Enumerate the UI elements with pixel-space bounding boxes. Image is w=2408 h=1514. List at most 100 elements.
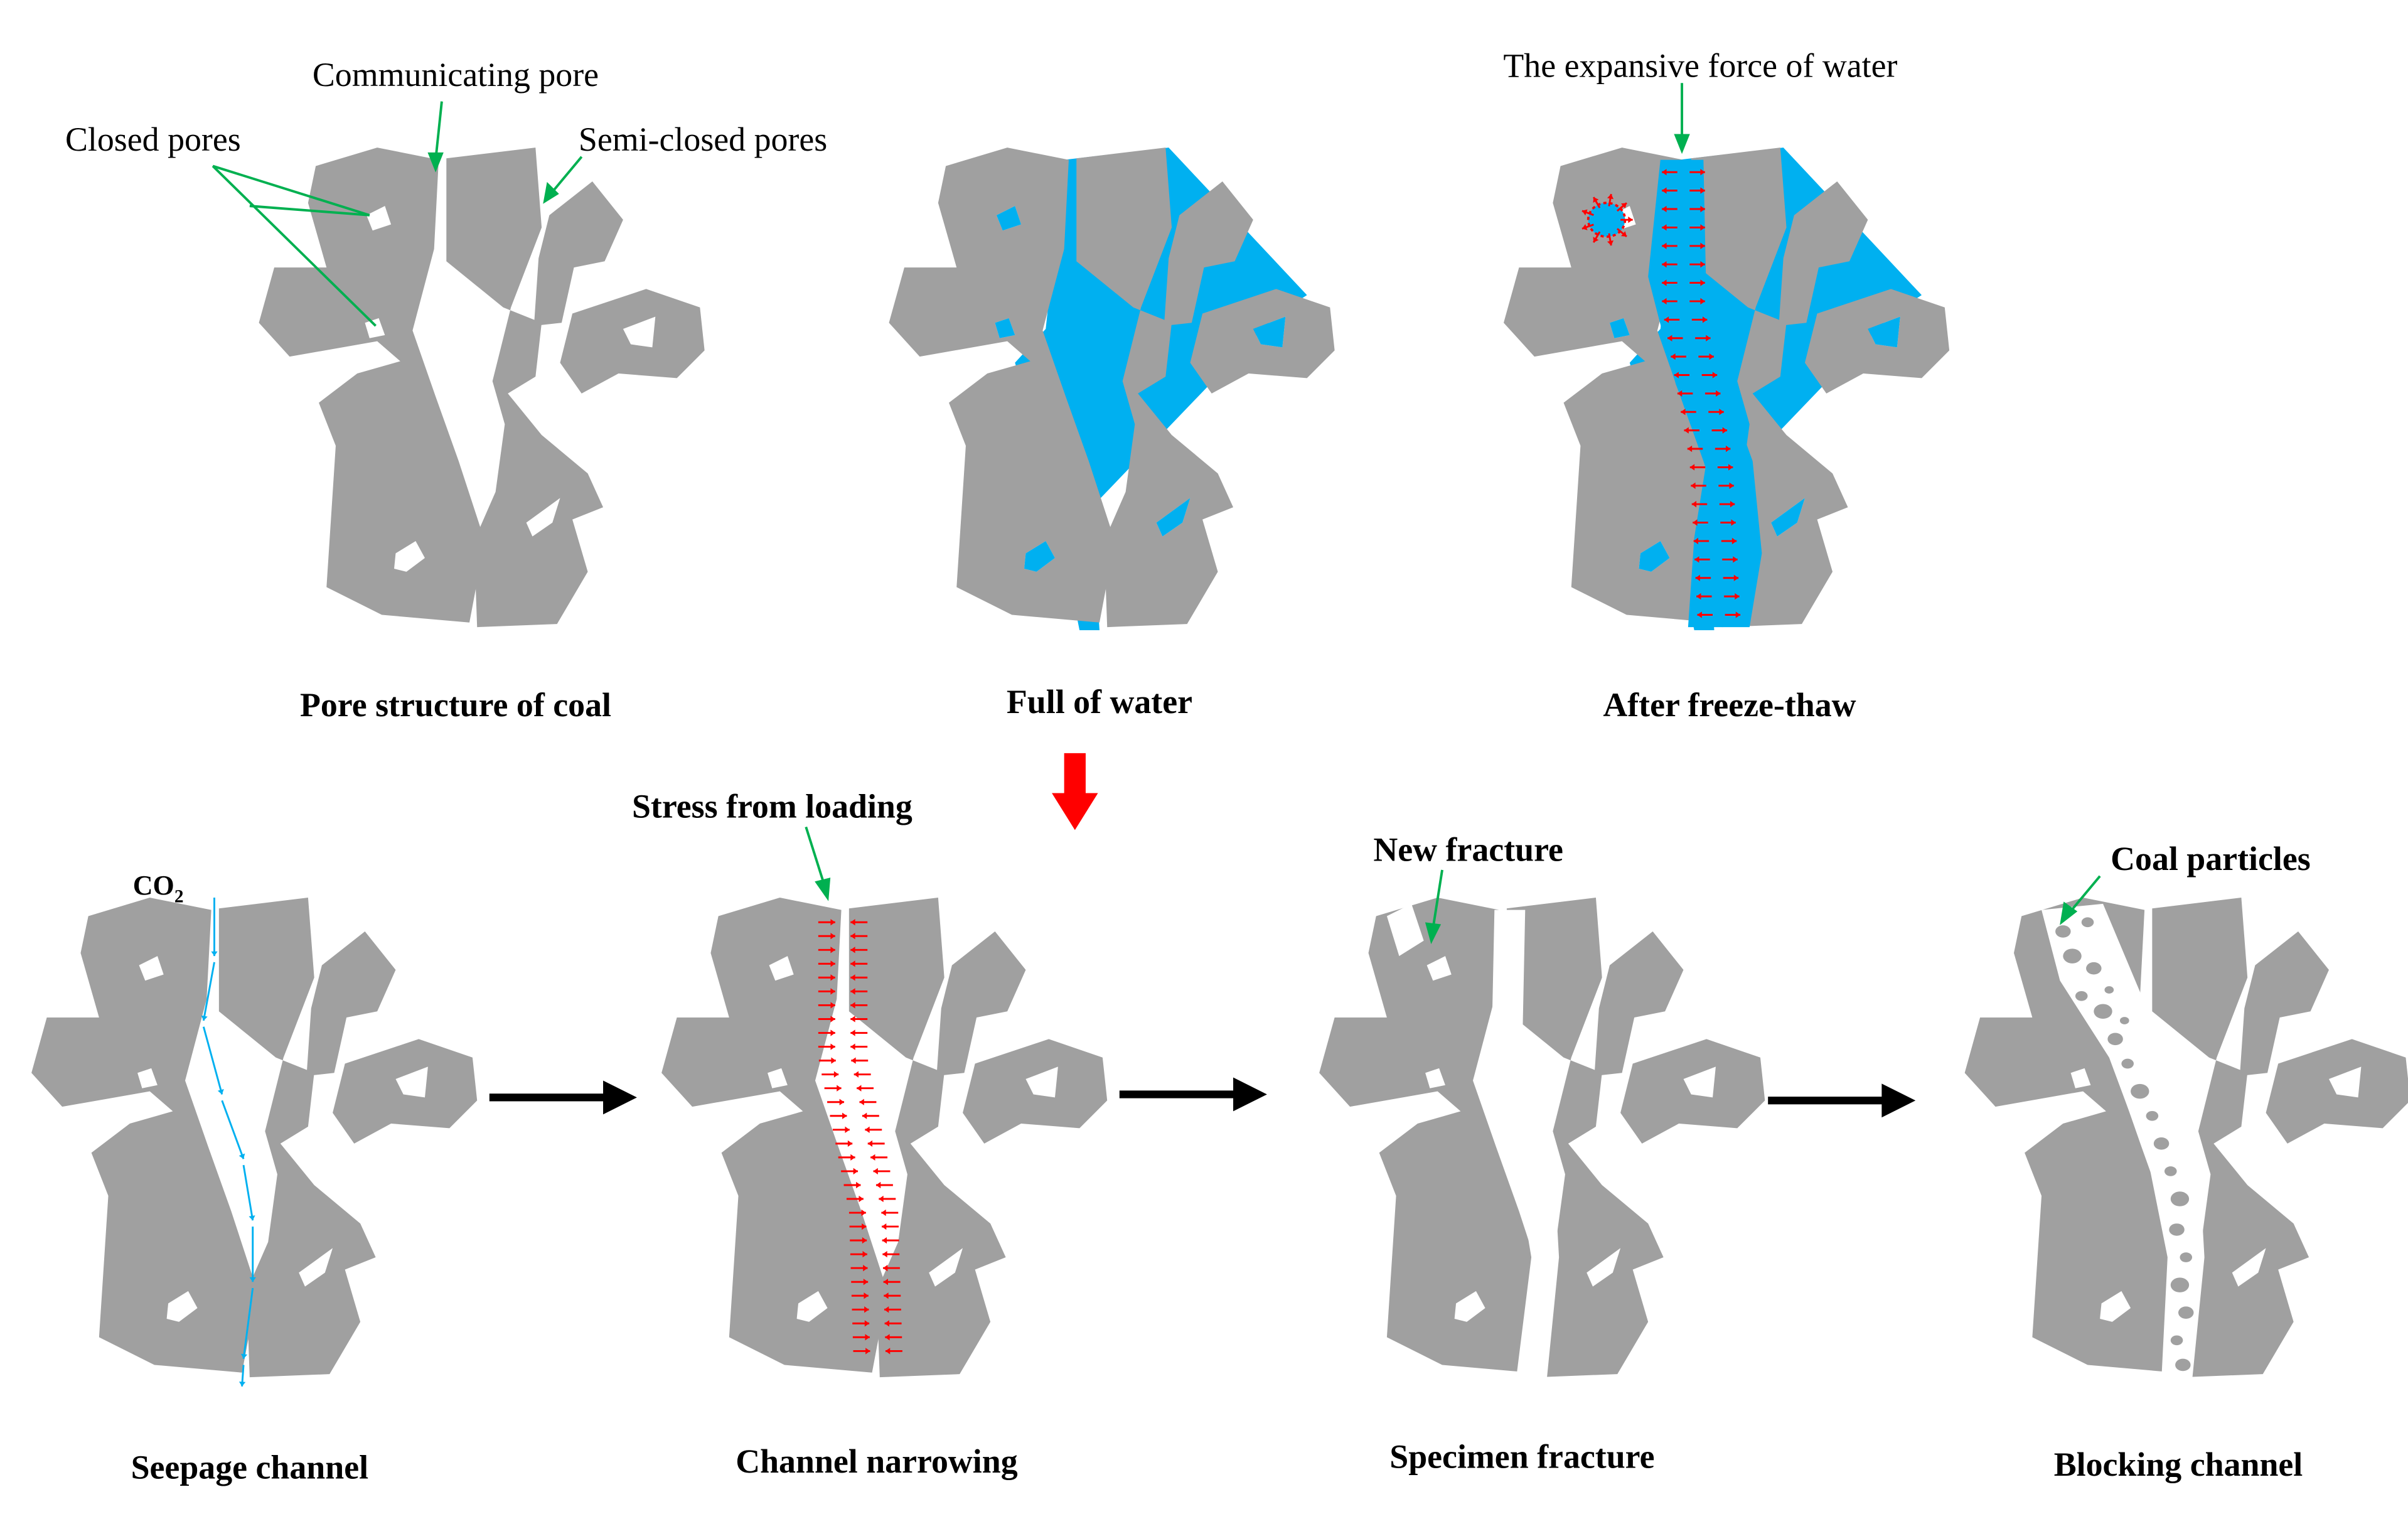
stress-arrow-left — [832, 1126, 850, 1133]
panel-blocking-channel: Coal particles Blocking channel — [1965, 840, 2408, 1483]
stress-arrow-right — [850, 974, 868, 981]
expansion-arrow-left — [1691, 482, 1706, 489]
expansion-arrow-left — [1694, 556, 1710, 563]
pore-expansion-arrow — [1592, 196, 1601, 208]
process-arrow-2 — [1119, 1077, 1267, 1112]
panel-full-of-water: Full of water — [889, 148, 1335, 721]
pore-expansion-arrow — [1617, 228, 1627, 238]
co2-flow-arrow — [238, 1365, 246, 1387]
coal-particles — [2055, 917, 2194, 1372]
stress-arrow-left — [846, 1195, 864, 1203]
expansion-arrow-left — [1667, 335, 1683, 341]
stress-arrow-right — [854, 1071, 871, 1078]
panel-seepage-channel: CO2 Seepage channel — [31, 870, 477, 1486]
expansion-arrow-left — [1662, 279, 1678, 286]
label-stress-from-loading: Stress from loading — [632, 788, 912, 825]
stress-arrow-left — [818, 933, 835, 940]
stress-arrow-left — [841, 1168, 859, 1175]
stress-arrows — [818, 919, 902, 1355]
stress-arrow-right — [884, 1306, 901, 1313]
coal-particle — [2081, 917, 2094, 928]
stress-arrow-left — [818, 988, 835, 995]
coal-particle — [2180, 1252, 2193, 1262]
panel-title-after-freeze-thaw: After freeze-thaw — [1603, 686, 1856, 724]
stress-arrow-left — [850, 1237, 867, 1244]
panel-after-freeze-thaw: The expansive force of water After freez… — [1503, 46, 1949, 724]
stress-arrow-right — [883, 1279, 901, 1286]
coal-particle — [2178, 1306, 2194, 1319]
expansion-arrow-right — [1701, 372, 1718, 378]
stress-arrow-left — [835, 1140, 853, 1147]
stress-arrow-right — [850, 947, 868, 953]
stress-arrow-right — [850, 988, 868, 995]
expansion-arrow-right — [1721, 537, 1737, 545]
expansion-arrow-right — [1719, 501, 1735, 508]
stress-arrow-left — [818, 1029, 835, 1036]
expansion-arrow-left — [1689, 464, 1706, 471]
stress-arrow-right — [882, 1251, 900, 1258]
expansion-arrow-right — [1717, 464, 1733, 471]
expansion-arrow-left — [1677, 390, 1693, 397]
expansion-arrow-right — [1722, 556, 1738, 563]
stress-arrow-left — [818, 960, 835, 967]
co2-flow-arrow — [221, 1100, 245, 1159]
stress-arrow-left — [818, 1043, 835, 1050]
process-arrow-3 — [1768, 1083, 1916, 1118]
coal-particle — [2153, 1137, 2170, 1150]
stress-arrow-left — [853, 1348, 870, 1355]
expansion-arrow-right — [1708, 409, 1724, 416]
co2-flow-arrow — [201, 962, 215, 1021]
expansion-arrow-left — [1671, 353, 1686, 360]
label-semi-closed-pores: Semi-closed pores — [579, 121, 827, 158]
panel-specimen-fracture: New fracture Specimen fracture — [1319, 830, 1765, 1476]
panel-title-blocking-channel: Blocking channel — [2054, 1446, 2303, 1483]
stress-arrow-right — [865, 1126, 882, 1133]
expansion-arrow-left — [1662, 187, 1678, 194]
coal-particle — [2164, 1166, 2177, 1176]
stress-arrow-right — [850, 919, 868, 926]
stress-arrow-left — [852, 1320, 870, 1327]
stress-arrow-right — [881, 1209, 899, 1216]
panel-title-seepage-channel: Seepage channel — [131, 1449, 369, 1486]
coal-particle — [2075, 991, 2088, 1001]
panel-channel-narrowing: Stress from loading Channel narrowing — [632, 788, 1107, 1480]
stress-arrow-right — [850, 1002, 868, 1009]
stress-arrow-right — [882, 1265, 900, 1272]
coal-particle — [2104, 986, 2114, 994]
stress-arrow-right — [875, 1181, 893, 1189]
stress-arrow-right — [859, 1098, 877, 1105]
coal-particle — [2086, 962, 2102, 975]
freeze-thaw-down-arrow — [1052, 753, 1098, 830]
coal-particle — [2131, 1083, 2149, 1099]
panel-title-channel-narrowing: Channel narrowing — [736, 1442, 1017, 1480]
pore-expansion-arrow — [1617, 202, 1627, 212]
expansion-arrows — [1581, 169, 1741, 618]
process-arrow-1 — [489, 1080, 637, 1115]
stress-arrow-right — [882, 1237, 899, 1244]
expansion-arrow-left — [1695, 574, 1711, 581]
pore-expansion-arrow — [1607, 233, 1614, 246]
stress-arrow-right — [862, 1112, 879, 1119]
expansion-arrow-left — [1662, 169, 1678, 176]
pore-expansion-arrow — [1607, 193, 1614, 207]
label-coal-particles: Coal particles — [2111, 840, 2311, 878]
panel-title-pore-structure: Pore structure of coal — [300, 686, 611, 724]
stress-arrow-right — [884, 1320, 902, 1327]
pore-expansion-arrow — [1620, 217, 1633, 223]
expansion-arrow-right — [1689, 279, 1705, 286]
stress-arrow-left — [824, 1085, 842, 1092]
expansion-arrow-right — [1695, 335, 1711, 341]
stress-arrow-left — [818, 1057, 836, 1064]
stress-arrow-left — [818, 947, 835, 953]
stress-arrow-left — [830, 1112, 847, 1119]
stress-arrow-right — [857, 1085, 874, 1092]
label-co2: CO2 — [133, 870, 184, 906]
pore-expansion-arrow — [1592, 231, 1601, 243]
expansion-arrow-right — [1689, 242, 1705, 249]
expansion-arrow-right — [1718, 482, 1734, 489]
stress-arrow-right — [885, 1348, 902, 1355]
stress-arrow-left — [851, 1279, 869, 1286]
stress-arrow-right — [873, 1168, 891, 1175]
stress-arrow-left — [818, 919, 835, 926]
